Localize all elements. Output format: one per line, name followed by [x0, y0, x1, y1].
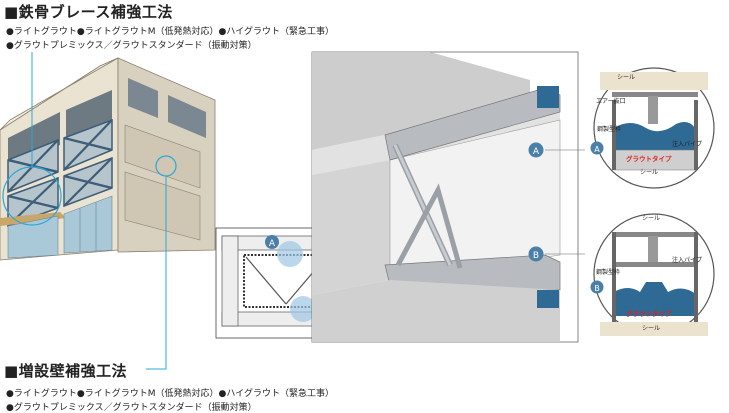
- marker-a-small: [265, 235, 279, 249]
- detail-b-marker: [590, 280, 604, 294]
- detail-a-grout-type: グラウトタイプ: [626, 154, 672, 163]
- detail-a-seal-top: シール: [617, 74, 635, 81]
- brace-installation-diagram: [311, 51, 579, 343]
- section2-title: ■増設壁補強工法: [4, 362, 128, 380]
- detail-a-injection-pipe: 注入パイプ: [672, 140, 702, 148]
- detail-b-seal-bottom: シール: [642, 325, 660, 332]
- detail-a-formwork: 鋼製型枠: [597, 125, 621, 133]
- marker-b: [528, 246, 544, 262]
- section-detail-a: [593, 67, 715, 189]
- detail-b-formwork: 鋼製型枠: [596, 268, 620, 276]
- section-detail-b: [593, 213, 715, 336]
- leader-line-wall: [146, 176, 167, 370]
- section1-title: ■鉄骨ブレース補強工法: [4, 3, 173, 21]
- building-illustration: [0, 57, 216, 261]
- detail-b-grout-type: グラウトタイプ: [626, 309, 672, 318]
- section2-products-line1: ●ライトグラウト●ライトグラウトM（低発熱対応）●ハイグラウト（緊急工事）: [6, 389, 334, 399]
- marker-b-label: B: [533, 251, 539, 261]
- detail-b-marker-label: B: [594, 284, 600, 293]
- detail-a-air-hole: エアー抜口: [596, 97, 626, 105]
- detail-a-seal-bottom: シール: [640, 169, 658, 176]
- section1-products-line1: ●ライトグラウト●ライトグラウトM（低発熱対応）●ハイグラウト（緊急工事）: [6, 27, 334, 37]
- detail-b-injection-pipe: 注入パイプ: [672, 256, 702, 264]
- detail-b-seal-top: シール: [642, 215, 660, 222]
- detail-a-marker-label: A: [594, 145, 600, 154]
- marker-a-small-label: A: [269, 239, 276, 249]
- detail-a-marker: [590, 141, 604, 155]
- marker-a-label: A: [533, 147, 540, 157]
- section1-products-line2: ●グラウトプレミックス／グラウトスタンダード（振動対策）: [6, 41, 257, 51]
- section2-products-line2: ●グラウトプレミックス／グラウトスタンダード（振動対策）: [6, 403, 257, 413]
- marker-a: [528, 142, 544, 158]
